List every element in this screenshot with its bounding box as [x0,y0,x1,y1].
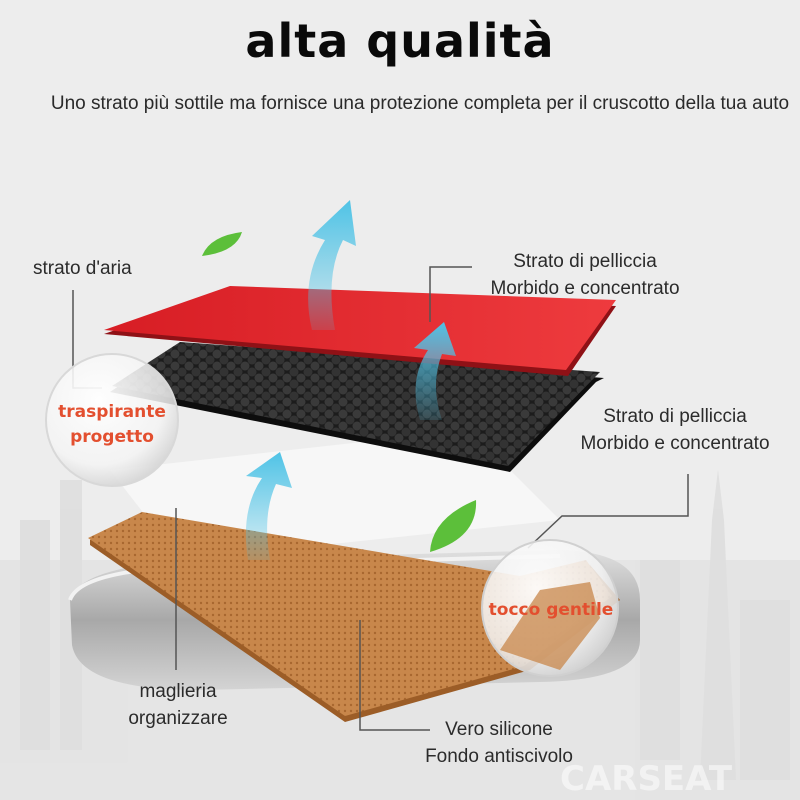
callout-air-layer-text: strato d'aria [33,258,132,279]
callout-line: Morbido e concentrato [490,278,680,299]
badge-line: traspirante [58,402,166,422]
green-leaves [202,232,477,552]
breathable-badge: traspirante progetto [46,400,178,450]
page-subtitle: Uno strato più sottile ma fornisce una p… [50,93,790,114]
watermark: CARSEAT [560,759,733,799]
breathable-bubble [45,353,179,487]
callout-line: organizzare [128,708,228,729]
callout-air-layer: strato d'aria [33,255,132,282]
callout-knit-layer: maglieria organizzare [108,678,248,732]
badge-line: progetto [70,427,154,447]
callout-fur-layer-middle: Strato di pelliccia Morbido e concentrat… [570,403,780,457]
soft-touch-bubble [481,539,619,677]
brown-silicone-layer [88,512,620,722]
callout-fur-layer-top: Strato di pelliccia Morbido e concentrat… [480,248,690,302]
red-fur-layer [104,286,616,376]
callout-line: Strato di pelliccia [513,251,657,272]
callout-line: Morbido e concentrato [580,433,770,454]
page-title: alta qualità [245,14,555,68]
callout-silicone-layer: Vero silicone Fondo antiscivolo [408,716,590,770]
callout-line: Fondo antiscivolo [425,746,573,767]
callout-line: Vero silicone [445,719,553,740]
callout-line: Strato di pelliccia [603,406,747,427]
air-flow-arrows [245,200,456,560]
black-honeycomb-layer [110,342,604,472]
badge-line: tocco gentile [488,600,614,620]
callout-line: maglieria [139,681,217,702]
soft-touch-badge: tocco gentile [476,598,626,623]
